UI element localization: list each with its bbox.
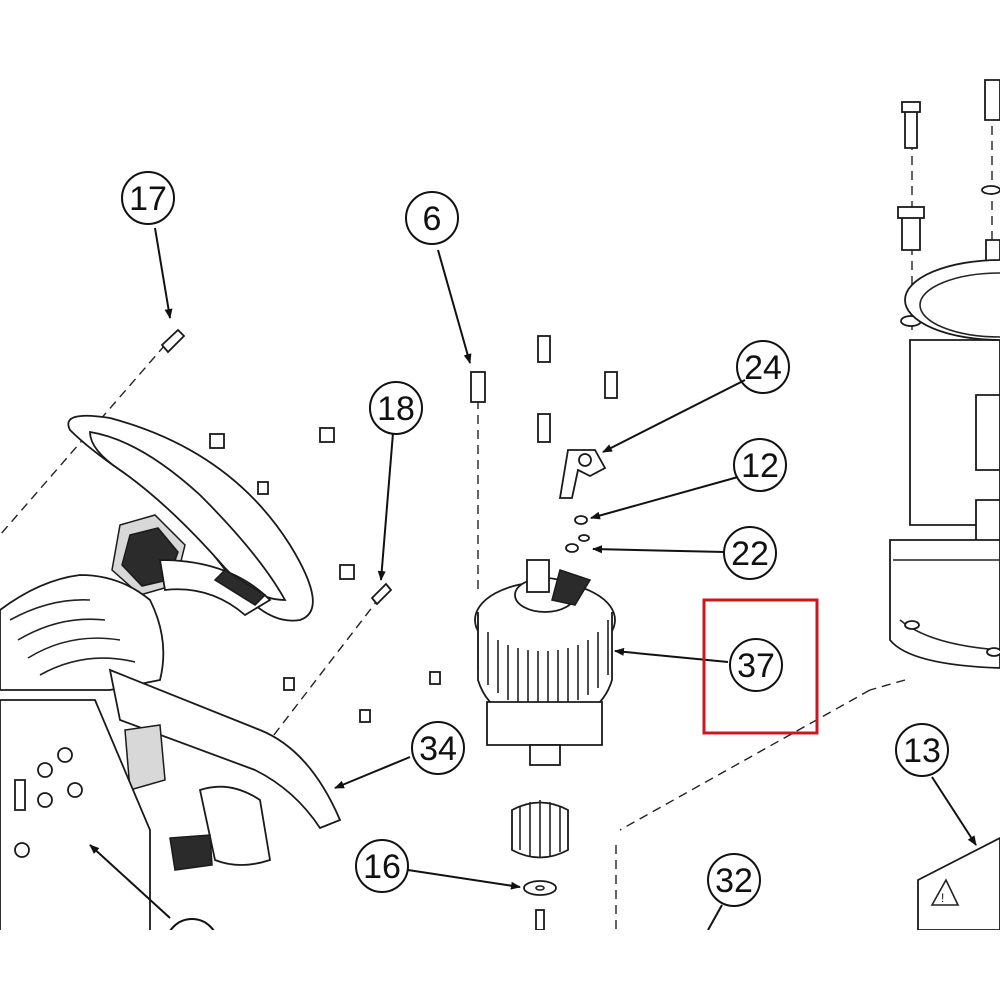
callout-32: 32 [707,853,761,907]
connector-fitting-part [558,449,607,553]
callout-34: 34 [411,721,465,775]
highlight-box [702,598,819,735]
callout-16: 16 [355,839,409,893]
callout-label: 17 [129,180,167,218]
mounting-bolt-part [470,335,618,590]
callout-18: 18 [369,381,423,435]
screw-set [160,328,441,723]
drive-motor-part [474,559,616,931]
callout-24: 24 [736,340,790,394]
callout-label: 34 [419,730,457,768]
callout-17: 17 [121,171,175,225]
callout-label: 13 [903,732,941,770]
leader-lines [89,227,977,931]
svg-text:!: ! [941,891,944,905]
callout-22: 22 [723,526,777,580]
callout-label: 16 [363,848,401,886]
cover-plate-part: ! [917,836,1000,931]
assembly-boundary-line [869,679,906,691]
callout-12: 12 [733,438,787,492]
bottom-margin [0,930,1000,1000]
callout-label: 24 [744,349,782,387]
callout-label: 18 [377,390,415,428]
motor-housing-assembly [889,79,1000,669]
callout-37: 37 [729,638,783,692]
callout-label: 22 [731,535,769,573]
control-lever-bracket [0,574,342,936]
callout-label: 32 [715,862,753,900]
callout-6: 6 [405,191,459,245]
assembly-boundary-line [619,689,871,831]
callout-label: 6 [423,200,442,238]
steering-wheel-part [0,344,381,741]
callout-label: 12 [741,447,779,485]
callout-13: 13 [895,723,949,777]
callout-label: 37 [737,647,775,685]
